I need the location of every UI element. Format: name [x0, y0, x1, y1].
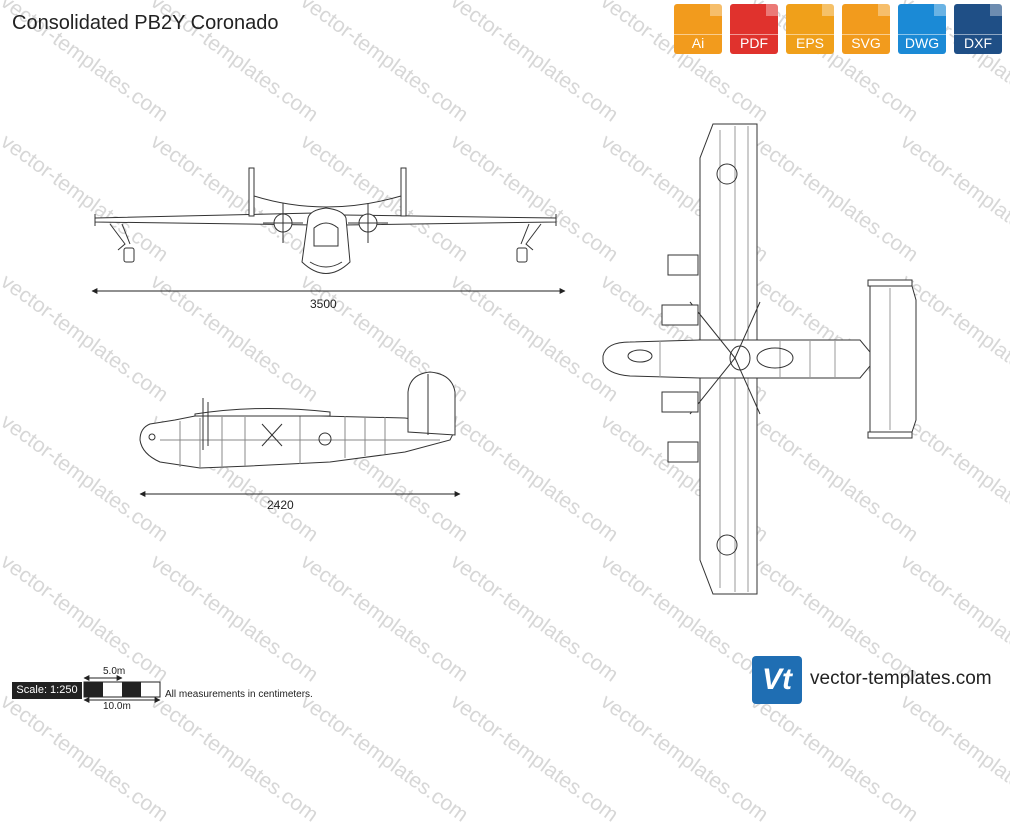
page-title: Consolidated PB2Y Coronado: [12, 12, 279, 34]
format-eps-button[interactable]: EPS: [786, 4, 834, 54]
scale-marker-small: 5.0m: [103, 666, 126, 677]
brand-logo[interactable]: Vt: [752, 656, 802, 704]
aircraft-drawings: [83, 123, 917, 703]
format-label: DXF: [954, 34, 1002, 54]
measurement-note: All measurements in centimeters.: [165, 689, 313, 700]
scale-bar: [83, 675, 161, 703]
format-label: EPS: [786, 34, 834, 54]
top-view: [602, 123, 917, 595]
format-buttons: Ai PDF EPS SVG DWG DXF: [674, 4, 1002, 54]
format-label: SVG: [842, 34, 890, 54]
format-label: PDF: [730, 34, 778, 54]
brand-site-link[interactable]: vector-templates.com: [810, 668, 992, 689]
file-fold-icon: [822, 4, 834, 16]
format-label: Ai: [674, 34, 722, 54]
scale-marker-large: 10.0m: [103, 701, 131, 712]
wingspan-label: 3500: [310, 297, 337, 311]
file-fold-icon: [990, 4, 1002, 16]
side-view: [139, 371, 456, 469]
format-dxf-button[interactable]: DXF: [954, 4, 1002, 54]
file-fold-icon: [766, 4, 778, 16]
scale-label: Scale: 1:250: [12, 682, 82, 699]
format-label: DWG: [898, 34, 946, 54]
file-fold-icon: [878, 4, 890, 16]
format-svg-button[interactable]: SVG: [842, 4, 890, 54]
file-fold-icon: [934, 4, 946, 16]
format-dwg-button[interactable]: DWG: [898, 4, 946, 54]
format-ai-button[interactable]: Ai: [674, 4, 722, 54]
length-label: 2420: [267, 498, 294, 512]
format-pdf-button[interactable]: PDF: [730, 4, 778, 54]
front-view: [94, 167, 557, 274]
file-fold-icon: [710, 4, 722, 16]
